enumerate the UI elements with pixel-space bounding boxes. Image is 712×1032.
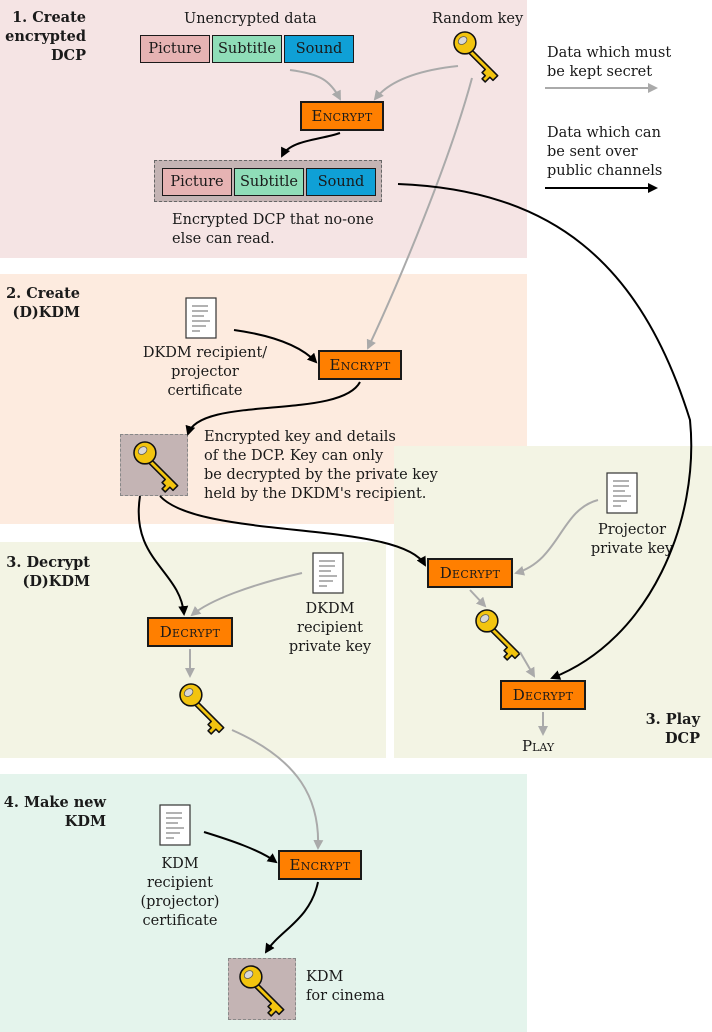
decrypt-op-2: Decrypt [427,558,513,588]
kdm-key-icon [239,965,285,1017]
encrypt-op-3: Encrypt [278,850,362,880]
arrow-key-to-encrypt [373,65,459,101]
random-key-label: Random key [432,11,524,27]
projector-private-key-document-icon [606,472,638,514]
arrow-kdm-certificate-to-encrypt [203,831,278,864]
enc-track-sound: Sound [306,168,376,196]
arrow-key-to-projector-decrypt [159,495,426,567]
enc-track-subtitle: Subtitle [234,168,304,196]
heading-decrypt-kdm: 3. Decrypt(D)KDM [6,554,90,590]
decrypt-op-3: Decrypt [500,680,586,710]
arrow-certificate-to-encrypt [233,329,318,364]
arrow-encrypt-to-dcp [281,132,341,158]
arrow-decrypt-to-projector-key [469,589,487,608]
random-key-icon [453,31,499,83]
track-picture: Picture [140,35,210,63]
kdm-certificate-document-icon [159,804,191,846]
arrow-projector-key-to-decrypt [514,499,599,576]
enc-track-picture: Picture [162,168,232,196]
decrypted-key-icon [179,683,225,735]
arrow-key-to-kdm-encrypt [366,77,473,350]
arrow-data-to-encrypt [289,69,341,101]
arrow-projector-key-to-play-decrypt [519,651,536,678]
encrypt-op-2: Encrypt [318,350,402,380]
play-label: Play [522,737,555,755]
arrow-private-key-to-decrypt [190,572,303,617]
projector-key-icon [475,609,521,661]
heading-create-kdm: 2. Create(D)KDM [6,285,80,321]
arrow-encrypt-to-kdm [264,881,319,954]
track-sound: Sound [284,35,354,63]
decrypt-op-1: Decrypt [147,617,233,647]
arrow-key-to-new-kdm [231,729,324,850]
track-subtitle: Subtitle [212,35,282,63]
dkdm-private-key-document-icon [312,552,344,594]
arrow-key-to-decrypt-kdm [137,495,189,616]
dkdm-certificate-document-icon [185,297,217,339]
encrypted-key-icon [133,441,179,493]
encrypt-op-1: Encrypt [300,101,384,131]
arrow-encrypt-to-encrypted-key [185,381,361,436]
unencrypted-data-label: Unencrypted data [184,11,317,27]
arrow-dcp-to-play-decrypt [397,183,693,680]
